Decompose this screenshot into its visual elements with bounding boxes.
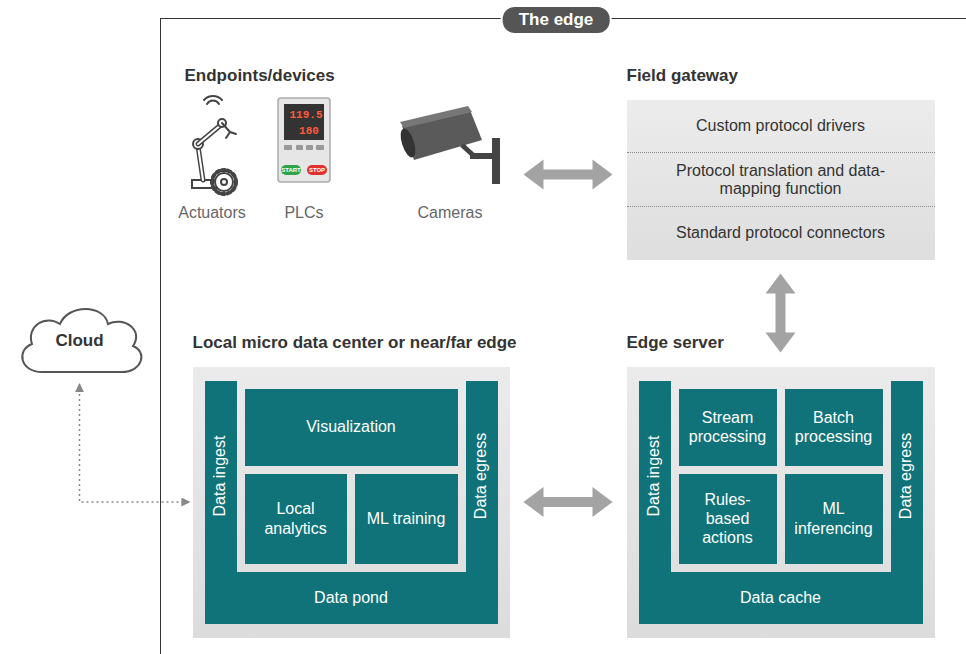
node-label: Field gateway (627, 66, 738, 86)
layer-label: Standard protocol connectors (627, 206, 935, 260)
vertical-band: Data ingest (205, 381, 237, 572)
node-label: Edge server (627, 333, 724, 353)
button-label: STOP (309, 167, 325, 173)
module-cell: ML training (355, 474, 458, 564)
node-label: Data cache (734, 584, 827, 611)
region-title: The edge (501, 5, 612, 35)
node-label: Batch processing (785, 404, 883, 450)
node-label: Data egress (473, 433, 491, 519)
double-arrow (524, 487, 613, 517)
bottom-band: Data cache (639, 572, 923, 624)
node-label: Data ingest (646, 436, 664, 517)
dotted-link (80, 384, 190, 502)
vertical-band: Data egress (466, 381, 498, 572)
vertical-band: Data ingest (639, 381, 671, 572)
device-group: Endpoints/devices (185, 100, 510, 250)
layer-label: Protocol translation and data-mapping fu… (627, 152, 935, 206)
double-arrow (524, 160, 613, 190)
module-cell: Stream processing (679, 389, 777, 466)
layer-label: Custom protocol drivers (627, 100, 935, 153)
edge-region: The edgeEndpoints/devicesField gatewayCu… (160, 18, 966, 654)
node-label: Rules-based actions (679, 486, 777, 552)
module-cell: Rules-based actions (679, 474, 777, 564)
module-cell: Local analytics (245, 474, 347, 564)
server-box: Edge serverData ingestStream processingB… (627, 367, 935, 638)
display-reading: 180 (299, 125, 319, 137)
display-reading: 119.5 (289, 109, 322, 121)
module-cell: Visualization (245, 389, 458, 466)
module-cell: ML inferencing (785, 474, 883, 564)
node-label: Stream processing (679, 404, 777, 450)
cloud-shape: Cloud (12, 300, 147, 378)
bottom-band: Data pond (205, 572, 498, 624)
double-arrow (766, 274, 796, 353)
node-label: Cloud (55, 331, 103, 351)
plc-icon (278, 98, 330, 182)
node-label: Local micro data center or near/far edge (193, 333, 517, 353)
node-label: Local analytics (245, 495, 347, 541)
node-label: Endpoints/devices (185, 66, 335, 86)
node-label: ML training (361, 505, 452, 532)
vertical-band: Data egress (891, 381, 923, 572)
server-box: Local micro data center or near/far edge… (193, 367, 510, 638)
device-label: Cameras (418, 204, 483, 222)
node-label: Visualization (300, 413, 402, 440)
module-cell: Batch processing (785, 389, 883, 466)
camera-icon (398, 106, 500, 184)
button-label: START (281, 167, 301, 173)
device-label: PLCs (284, 204, 323, 222)
node-label: Data ingest (212, 436, 230, 517)
gateway-box: Field gatewayCustom protocol driversProt… (627, 100, 935, 260)
device-label: Actuators (178, 204, 246, 222)
node-label: Data pond (308, 584, 394, 611)
robot-arm-icon (192, 96, 236, 194)
node-label: Data egress (898, 433, 916, 519)
node-label: ML inferencing (785, 495, 883, 541)
